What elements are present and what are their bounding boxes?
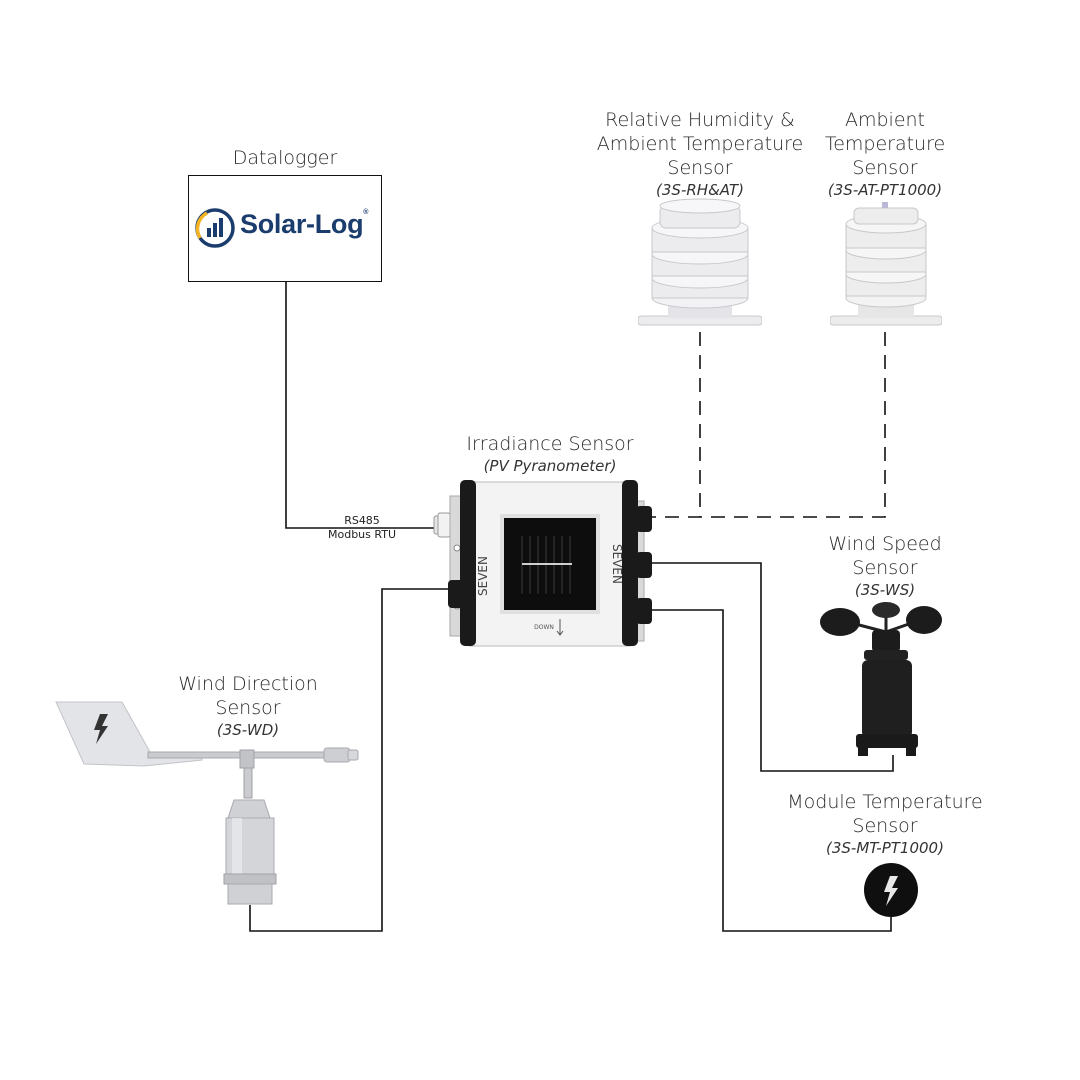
mt-sensor-title-line1: Module Temperature: [787, 791, 983, 813]
solar-log-logo-icon: [195, 208, 235, 248]
mt-sensor-model: (3S-MT-PT1000): [826, 839, 944, 857]
cable-gland: [433, 512, 455, 538]
irradiance-sensor-model: (PV Pyranometer): [483, 457, 617, 475]
mt-sensor-title-line2: Sensor: [852, 815, 918, 837]
wd-sensor-title-line1: Wind Direction: [178, 673, 318, 695]
at-sensor-shield: [830, 202, 942, 326]
ws-sensor-title-line2: Sensor: [852, 557, 918, 579]
solar-log-logo: Solar-Log®: [194, 206, 378, 250]
module-temperature-wire: [648, 609, 892, 932]
at-sensor-model: (3S-AT-PT1000): [827, 181, 943, 199]
at-sensor-title-line3: Sensor: [852, 157, 918, 179]
mt-sensor-label: Module Temperature Sensor (3S-MT-PT1000): [760, 790, 1010, 858]
irradiance-sensor-title: Irradiance Sensor: [466, 433, 634, 455]
rh-sensor-title-line3: Sensor: [667, 157, 733, 179]
wind-direction-wire: [249, 588, 450, 932]
rs485-wire: [285, 282, 440, 529]
ws-sensor-anemometer: [820, 602, 942, 756]
datalogger-title: Datalogger: [232, 147, 338, 169]
at-sensor-label: Ambient Temperature Sensor (3S-AT-PT1000…: [785, 108, 985, 200]
rh-sensor-model: (3S-RH&AT): [656, 181, 744, 199]
connection-mode: Modbus RTU: [328, 528, 396, 541]
ws-sensor-label: Wind Speed Sensor (3S-WS): [785, 532, 985, 600]
datalogger-box: Solar-Log®: [188, 175, 382, 282]
rh-sensor-title-line2: Ambient Temperature: [596, 133, 804, 155]
brand-right-text: SEVEN: [610, 544, 624, 584]
at-sensor-dashed-wire: [650, 332, 886, 518]
down-label: DOWN: [534, 624, 554, 631]
at-sensor-title-line2: Temperature: [824, 133, 946, 155]
wind-speed-wire: [648, 562, 894, 772]
seven-bolt-icon: [884, 876, 898, 906]
brand-left-text: SEVEN: [476, 556, 490, 596]
ws-sensor-model: (3S-WS): [854, 581, 916, 599]
seven-bolt-icon: [94, 714, 108, 744]
irradiance-sensor-label: Irradiance Sensor (PV Pyranometer): [430, 432, 670, 476]
mt-sensor-disc: [864, 863, 918, 917]
solar-log-logo-text: Solar-Log®: [240, 209, 369, 239]
wd-sensor-title-line2: Sensor: [215, 697, 281, 719]
connection-label: RS485 Modbus RTU: [312, 514, 412, 542]
rh-sensor-label: Relative Humidity & Ambient Temperature …: [585, 108, 815, 200]
wd-sensor-vane: [55, 701, 359, 905]
connection-protocol: RS485: [344, 514, 380, 527]
wd-sensor-label: Wind Direction Sensor (3S-WD): [148, 672, 348, 740]
wd-sensor-model: (3S-WD): [216, 721, 280, 739]
irradiance-sensor-device: SEVEN SEVEN DOWN: [433, 480, 652, 647]
down-arrow-icon: [556, 619, 564, 636]
ws-sensor-title-line1: Wind Speed: [828, 533, 942, 555]
at-sensor-title-line1: Ambient: [844, 109, 926, 131]
rh-sensor-shield: [638, 198, 762, 326]
rh-sensor-title-line1: Relative Humidity &: [605, 109, 795, 131]
